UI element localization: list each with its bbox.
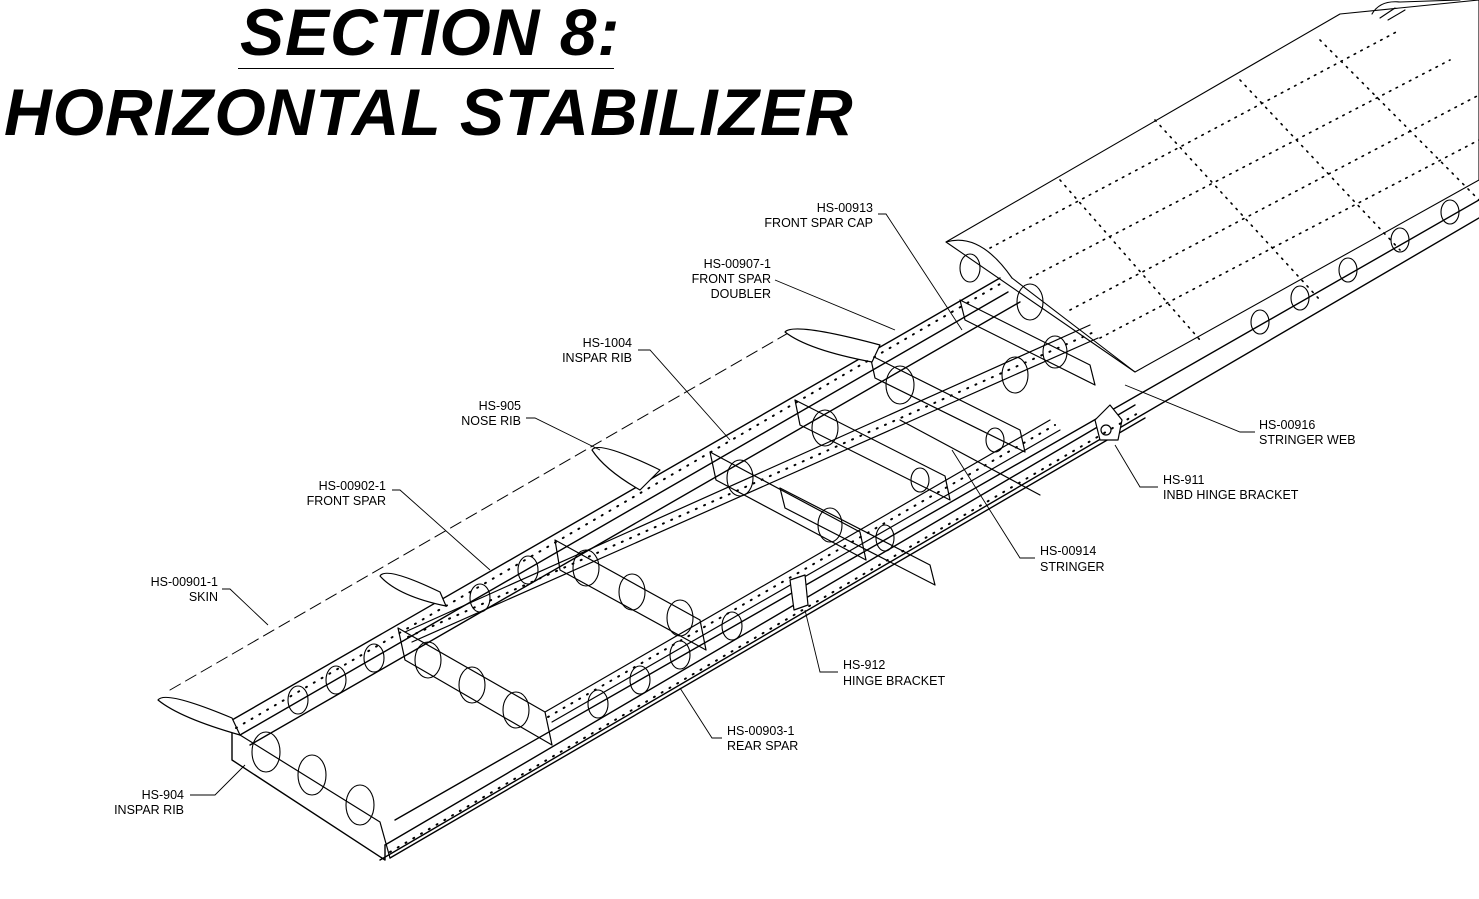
callout-stringer-desc: STRINGER — [1040, 560, 1105, 574]
callout-nose-rib-desc: NOSE RIB — [461, 414, 521, 428]
callout-front-spar-desc: FRONT SPAR — [307, 494, 386, 508]
callout-inbd-hinge-bracket-desc: INBD HINGE BRACKET — [1163, 488, 1299, 502]
inboard-rib-edge — [231, 719, 386, 861]
callout-hinge-bracket-desc: HINGE BRACKET — [843, 674, 945, 688]
rivet-rows — [235, 283, 1141, 853]
callout-front-spar-doubler-part: HS-00907-1 — [704, 257, 771, 271]
lightening-holes — [251, 199, 1460, 826]
callout-skin-desc: SKIN — [189, 590, 218, 604]
hinge-brackets — [789, 404, 1123, 611]
callout-front-spar-doubler-desc-1: FRONT SPAR — [692, 272, 771, 286]
callout-front-spar-cap-part: HS-00913 — [817, 201, 873, 215]
callout-nose-rib-part: HS-905 — [479, 399, 521, 413]
callout-stringer-web-part: HS-00916 — [1259, 418, 1315, 432]
callout-inspar-rib-904-part: HS-904 — [142, 788, 184, 802]
ribs — [397, 299, 1096, 746]
skin-leading-edge-dashed — [169, 331, 791, 691]
callout-hinge-bracket-part: HS-912 — [843, 658, 885, 672]
callout-skin-part: HS-00901-1 — [151, 575, 218, 589]
mid-stringer — [404, 324, 1099, 723]
callout-rear-spar-desc: REAR SPAR — [727, 739, 798, 753]
section-subtitle: HORIZONTAL STABILIZER — [4, 75, 854, 149]
section-title: SECTION 8: — [240, 0, 621, 69]
callout-front-spar-part: HS-00902-1 — [319, 479, 386, 493]
callout-inspar-rib-904-desc: INSPAR RIB — [114, 803, 184, 817]
callout-inbd-hinge-bracket-part: HS-911 — [1163, 473, 1205, 487]
callout-front-spar-cap-desc: FRONT SPAR CAP — [764, 216, 873, 230]
leader-lines — [190, 213, 1255, 796]
callout-front-spar-doubler-desc-2: DOUBLER — [711, 287, 771, 301]
upper-skin-panel — [945, 0, 1479, 373]
callout-rear-spar-part: HS-00903-1 — [727, 724, 794, 738]
title-underline — [238, 68, 614, 69]
callout-inspar-rib-1004-part: HS-1004 — [583, 336, 632, 350]
callout-stringer-part: HS-00914 — [1040, 544, 1096, 558]
tip-fairing — [1371, 0, 1461, 21]
callout-labels: HS-00913 FRONT SPAR CAP HS-00907-1 FRONT… — [114, 201, 1355, 817]
nose-ribs — [157, 328, 881, 736]
callout-inspar-rib-1004-desc: INSPAR RIB — [562, 351, 632, 365]
callout-stringer-web-desc: STRINGER WEB — [1259, 433, 1356, 447]
